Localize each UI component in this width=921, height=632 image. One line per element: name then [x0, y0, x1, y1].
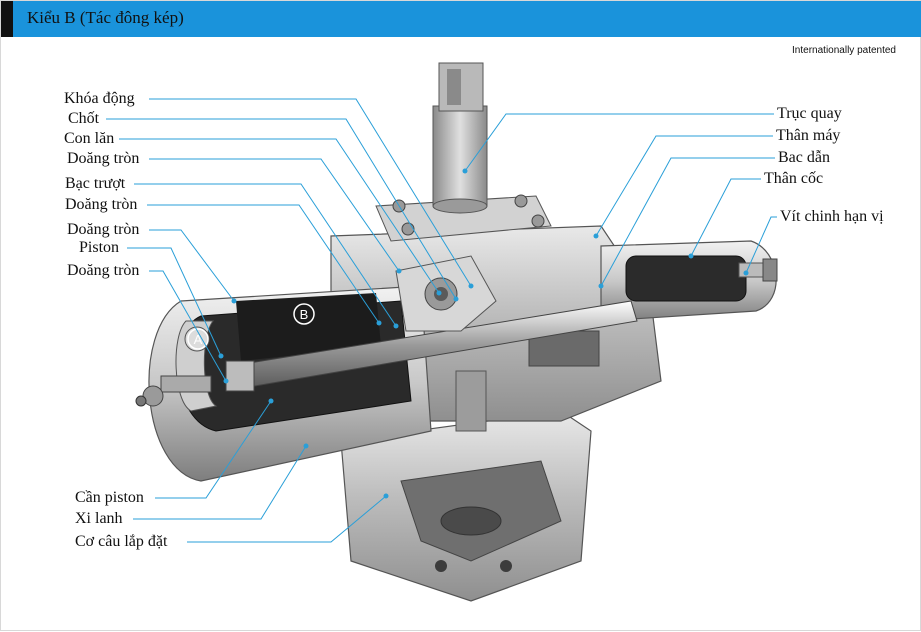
label-piston: Piston [79, 239, 120, 256]
output-shaft [432, 62, 488, 214]
label-doang-tron-3: Doăng tròn [67, 221, 140, 238]
header-mark [1, 1, 13, 37]
label-bac-truot: Bạc trượt [65, 175, 126, 192]
chamber-marker-b: B [293, 303, 315, 325]
svg-text:B: B [300, 307, 309, 322]
label-co-cau-lap-dat: Cơ câu lắp đặt [75, 533, 168, 550]
end-cap-cylinder [600, 240, 778, 322]
piston-rod [135, 300, 638, 407]
label-can-piston: Cần piston [75, 489, 144, 506]
header-title: Kiểu B (Tác đông kép) [27, 8, 184, 27]
label-than-may: Thân máy [776, 127, 841, 144]
label-doang-tron-2: Doăng tròn [65, 196, 138, 213]
label-khoa-dong: Khóa động [64, 90, 135, 107]
leader-lines [106, 98, 777, 543]
label-bac-dan: Bac dẫn [778, 149, 830, 166]
label-con-lan: Con lăn [64, 130, 115, 147]
label-chot: Chốt [68, 110, 100, 127]
yoke-assembly [395, 255, 497, 332]
svg-text:A: A [194, 332, 203, 347]
chamber-marker-a: A [187, 328, 209, 350]
label-xi-lanh: Xi lanh [75, 510, 123, 527]
label-vit-chinh-han-vi: Vít chinh hạn vị [780, 208, 884, 225]
patent-note: Internationally patented [792, 45, 896, 56]
label-doang-tron-1: Doăng tròn [67, 150, 140, 167]
mounting-bracket [340, 410, 592, 602]
label-than-coc: Thân cốc [764, 170, 824, 187]
header-bar: Kiểu B (Tác đông kép) [1, 1, 921, 37]
main-cylinder [148, 285, 432, 482]
label-doang-tron-4: Doăng tròn [67, 262, 140, 279]
label-truc-quay: Trục quay [777, 105, 842, 122]
